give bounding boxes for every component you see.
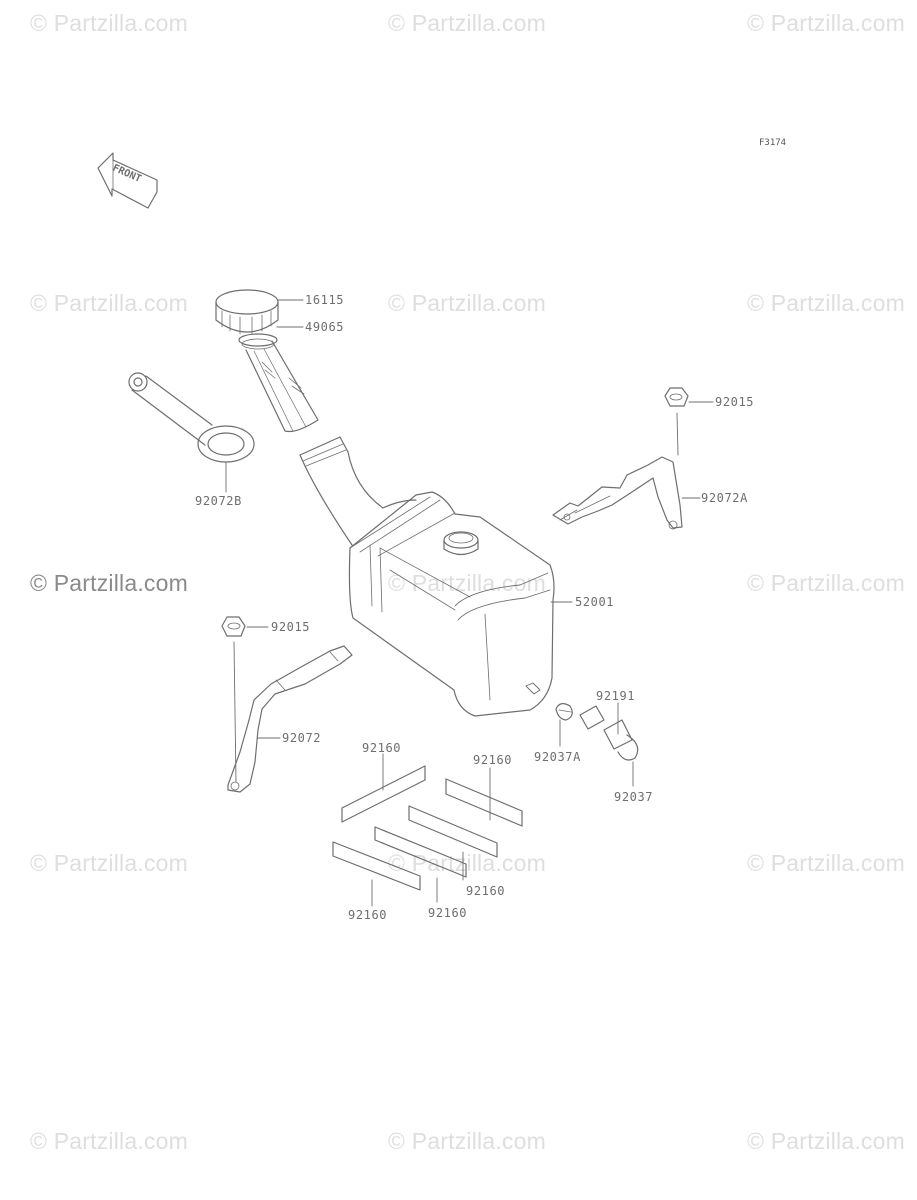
watermark: © Partzilla.com	[747, 850, 905, 876]
callout-pad-middle-right: 92160	[466, 884, 506, 898]
pad-upper-left	[341, 765, 426, 823]
callout-pad-upper-right: 92160	[473, 753, 513, 767]
callout-hose: 92191	[596, 689, 636, 703]
callout-nut-left: 92015	[271, 620, 311, 634]
tank-pads	[332, 765, 523, 891]
pad-middle	[374, 826, 467, 878]
watermark: © Partzilla.com	[30, 10, 188, 36]
watermark: © Partzilla.com	[388, 290, 546, 316]
callout-pad-strap: 92072B	[195, 494, 242, 508]
watermark: © Partzilla.com	[747, 570, 905, 596]
watermark: © Partzilla.com	[388, 1128, 546, 1154]
right-hold-band	[552, 387, 689, 530]
watermark: © Partzilla.com	[388, 570, 546, 596]
front-arrow-icon: FRONT	[97, 152, 158, 209]
watermark: © Partzilla.com	[747, 290, 905, 316]
callout-nut-right: 92015	[715, 395, 755, 409]
fuel-tank	[348, 491, 555, 717]
watermark: © Partzilla.com	[30, 850, 188, 876]
tank-neck	[299, 436, 417, 546]
pad-middle-right	[408, 805, 498, 858]
watermark: © Partzilla.com	[30, 1128, 188, 1154]
watermark: © Partzilla.com	[747, 1128, 905, 1154]
callout-tank: 52001	[575, 595, 615, 609]
diagram-code: F3174	[759, 138, 787, 148]
watermark: © Partzilla.com	[747, 10, 905, 36]
watermark: © Partzilla.com	[30, 290, 188, 316]
callout-clamp-a: 92037A	[534, 750, 581, 764]
callout-pad-middle: 92160	[428, 906, 468, 920]
callout-clamp-b: 92037	[614, 790, 654, 804]
callout-strainer: 49065	[305, 320, 345, 334]
pad-strap	[128, 372, 255, 463]
fuel-strainer	[245, 340, 319, 433]
watermark: © Partzilla.com	[30, 570, 188, 596]
callout-pad-upper-left: 92160	[362, 741, 402, 755]
fuel-cap	[215, 289, 279, 350]
fuel-hose-assembly	[555, 703, 639, 761]
pad-lower-left	[332, 841, 421, 891]
watermark: © Partzilla.com	[388, 10, 546, 36]
callout-band-right: 92072A	[701, 491, 748, 505]
pad-upper-right	[445, 778, 523, 827]
left-hold-band	[221, 616, 353, 793]
callout-band-left: 92072	[282, 731, 322, 745]
watermark: © Partzilla.com	[388, 850, 546, 876]
callout-cap: 16115	[305, 293, 345, 307]
callout-pad-lower-left: 92160	[348, 908, 388, 922]
leader-lines	[225, 299, 714, 907]
